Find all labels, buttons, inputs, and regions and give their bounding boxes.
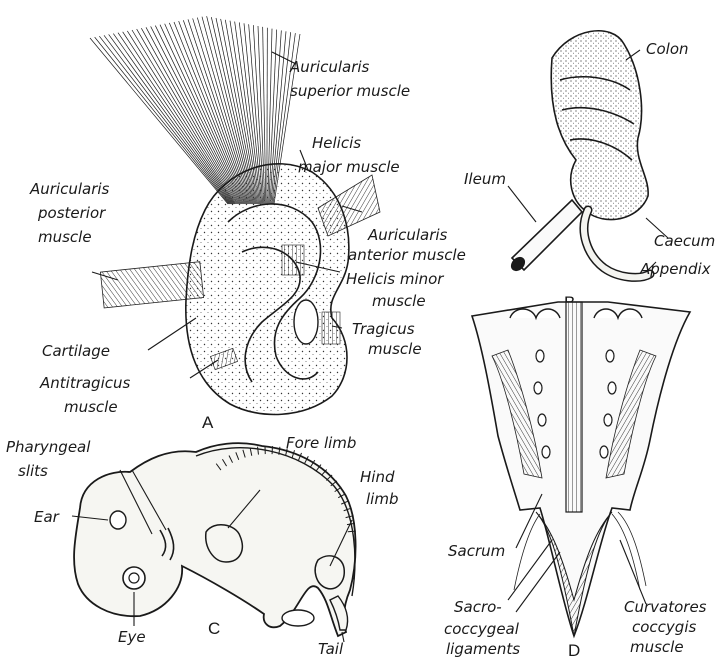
label-antitragicus-1: Antitragicus	[39, 374, 131, 392]
panel-a-ear: Auricularis superior muscle Helicis majo…	[29, 16, 466, 432]
muscle-fiber-line	[132, 30, 237, 204]
embryo-ear	[110, 511, 126, 529]
muscle-fiber-line	[127, 31, 236, 204]
label-ileum: Ileum	[464, 170, 506, 188]
label-curvatores-2: coccygis	[632, 618, 696, 636]
label-tragicus-1: Tragicus	[352, 320, 415, 338]
label-pharyngeal-1: Pharyngeal	[6, 438, 91, 456]
ear-concha	[294, 300, 318, 344]
panel-b-caecum: Colon Ileum Caecum Appendix B	[464, 31, 715, 312]
label-auricularis-posterior-1: Auricularis	[29, 180, 110, 198]
label-hind-2: limb	[366, 490, 398, 508]
embryo-umbilical-stalk	[282, 610, 314, 626]
muscle-fiber-line	[118, 33, 234, 204]
label-pharyngeal-2: slits	[18, 462, 48, 480]
muscle-fiber-line	[104, 35, 231, 204]
colon-shape	[551, 31, 648, 220]
panel-letter-a: A	[202, 413, 214, 432]
panel-d-sacrum: Sacrum Sacro- coccygeal ligaments Curvat…	[444, 302, 707, 658]
label-hind-1: Hind	[360, 468, 395, 486]
helicis-minor-patch	[282, 245, 304, 275]
panel-letter-d: D	[568, 641, 580, 658]
label-ear: Ear	[34, 508, 60, 526]
sacral-foramen	[608, 382, 616, 394]
label-sacro-1: Sacro-	[454, 598, 502, 616]
sacral-foramen	[606, 350, 614, 362]
muscle-fiber-line	[141, 28, 239, 204]
somite-mark	[348, 531, 356, 532]
sacral-foramen	[600, 446, 608, 458]
label-cartilage: Cartilage	[42, 342, 110, 360]
label-auricularis-anterior-1: Auricularis	[367, 226, 448, 244]
label-antitragicus-2: muscle	[64, 398, 118, 416]
label-helicis-major-1: Helicis	[312, 134, 361, 152]
label-helicis-minor-2: muscle	[372, 292, 426, 310]
label-sacrum: Sacrum	[448, 542, 505, 560]
label-tragicus-2: muscle	[368, 340, 422, 358]
tragicus-patch	[322, 312, 340, 344]
label-auricularis-posterior-3: muscle	[38, 228, 92, 246]
label-auricularis-superior-1: Auricularis	[289, 58, 370, 76]
spinal-canal	[566, 302, 582, 512]
label-fore-limb: Fore limb	[286, 434, 356, 452]
sacral-foramen	[604, 414, 612, 426]
label-helicis-major-2: major muscle	[298, 158, 400, 176]
label-colon: Colon	[646, 40, 689, 58]
panel-letter-c: C	[208, 619, 220, 638]
label-helicis-minor-1: Helicis minor	[346, 270, 444, 288]
sacral-foramen	[536, 350, 544, 362]
panel-c-embryo: Pharyngeal slits Fore limb Hind limb Ear…	[6, 434, 398, 658]
embryo-eye	[123, 567, 145, 589]
embryo-hind-limb	[315, 556, 344, 589]
ear-cartilage	[186, 164, 349, 415]
label-sacro-3: ligaments	[446, 640, 520, 658]
label-tail: Tail	[318, 640, 344, 658]
label-sacro-2: coccygeal	[444, 620, 520, 638]
sacral-foramen	[538, 414, 546, 426]
label-appendix: Appendix	[639, 260, 711, 278]
label-auricularis-superior-2: superior muscle	[290, 82, 410, 100]
muscle-fiber-line	[95, 37, 229, 204]
label-eye: Eye	[118, 628, 146, 646]
sacral-foramen	[534, 382, 542, 394]
label-auricularis-posterior-2: posterior	[37, 204, 106, 222]
label-curvatores-1: Curvatores	[624, 598, 707, 616]
sacral-foramen	[542, 446, 550, 458]
label-curvatores-3: muscle	[630, 638, 684, 656]
label-caecum: Caecum	[654, 232, 715, 250]
label-auricularis-anterior-2: anterior muscle	[348, 246, 466, 264]
